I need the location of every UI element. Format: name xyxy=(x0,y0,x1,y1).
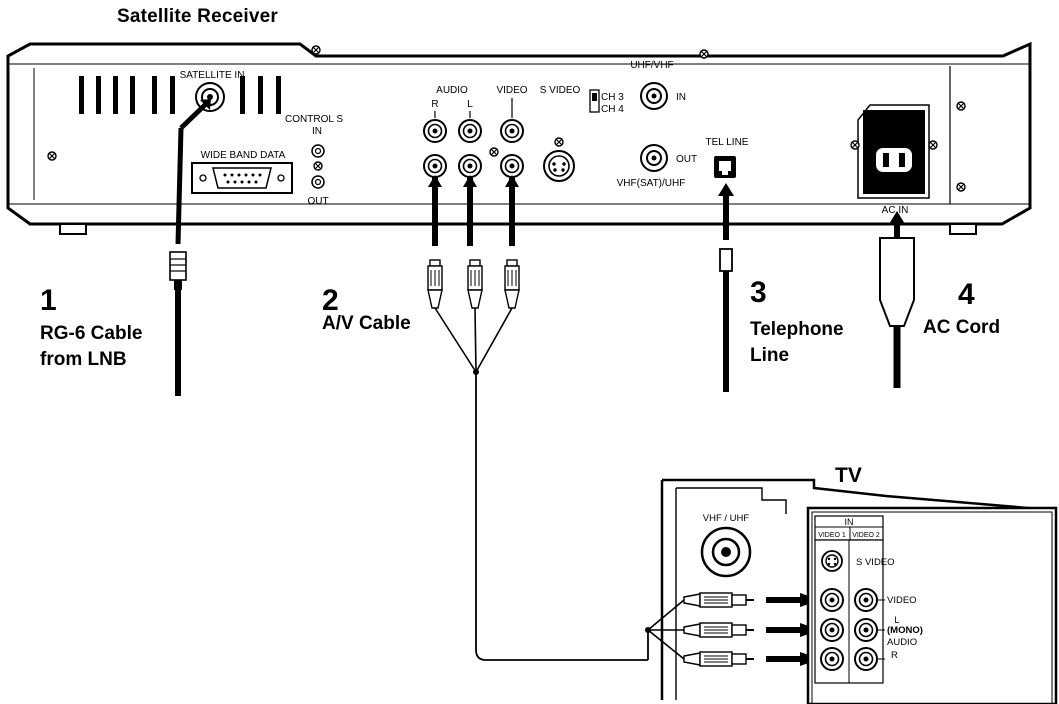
screw-icon xyxy=(47,151,57,161)
screw-icon xyxy=(956,182,966,192)
wide-band-data-label: WIDE BAND DATA xyxy=(201,150,286,161)
tv-video2-audio-l-jack[interactable] xyxy=(854,618,878,642)
screw-icon xyxy=(956,101,966,111)
channel-switch[interactable] xyxy=(589,89,600,113)
control-s-in-label: IN xyxy=(312,126,322,137)
rg6-cable xyxy=(169,99,211,396)
audio-label: AUDIO xyxy=(436,85,468,96)
diagram-title: Satellite Receiver xyxy=(117,6,278,27)
step-4-label-line1: AC Cord xyxy=(923,317,1001,338)
tv-s-video-label: S VIDEO xyxy=(856,557,895,568)
satellite-in-label: SATELLITE IN xyxy=(180,70,245,81)
tv-video-label: VIDEO xyxy=(887,595,917,606)
step-3-label-line2: Line xyxy=(750,345,790,366)
step-4-number: 4 xyxy=(958,278,975,311)
tv-s-video-jack[interactable] xyxy=(821,550,843,572)
screw-icon xyxy=(699,49,709,59)
ac-in-label: AC IN xyxy=(882,205,909,216)
audio-l-label: L xyxy=(467,99,473,110)
vhf-sat-uhf-label: VHF(SAT)/UHF xyxy=(617,178,686,189)
control-s-out-jack[interactable] xyxy=(311,175,325,189)
tv-title: TV xyxy=(835,464,862,487)
vhf-sat-uhf-out-label: OUT xyxy=(676,154,697,165)
audio-r-out-jack[interactable] xyxy=(423,154,447,178)
tv-l-label: L xyxy=(894,615,899,626)
uhf-vhf-in-connector[interactable] xyxy=(640,82,668,110)
satellite-receiver: SATELLITE IN WIDE BAND DATA CONTROL S IN xyxy=(6,41,1032,235)
ac-in-socket[interactable] xyxy=(857,104,930,199)
tv-video2-label: VIDEO 2 xyxy=(852,532,880,539)
tv-video1-video-jack[interactable] xyxy=(820,588,844,612)
step-1-label-line1: RG-6 Cable xyxy=(40,323,143,344)
tv-vhf-uhf-label: VHF / UHF xyxy=(703,513,750,524)
tv-mono-label: (MONO) xyxy=(887,625,923,636)
uhf-vhf-in-label: IN xyxy=(676,92,686,103)
ch3-label: CH 3 xyxy=(601,92,624,103)
audio-r-label: R xyxy=(431,99,438,110)
control-s-out-label: OUT xyxy=(307,196,328,207)
video-out-top-jack[interactable] xyxy=(500,119,524,143)
s-video-out-jack[interactable] xyxy=(543,150,575,182)
tv-antenna-connector[interactable] xyxy=(700,526,752,578)
wide-band-data-port[interactable] xyxy=(191,162,293,194)
audio-r-out-top-jack[interactable] xyxy=(423,119,447,143)
av-cable xyxy=(427,175,820,667)
step-1-label-line2: from LNB xyxy=(40,349,127,370)
telephone-line-cable xyxy=(718,183,734,392)
screw-icon xyxy=(313,161,323,171)
audio-l-out-jack[interactable] xyxy=(458,154,482,178)
tv-video2-video-jack[interactable] xyxy=(854,588,878,612)
screw-icon xyxy=(554,137,564,147)
s-video-label: S VIDEO xyxy=(540,85,581,96)
screw-icon xyxy=(311,45,321,55)
step-3-label-line1: Telephone xyxy=(750,319,844,340)
tv-video1-audio-l-jack[interactable] xyxy=(820,618,844,642)
tv-in-label: IN xyxy=(845,517,854,527)
screw-icon xyxy=(928,140,938,150)
tv-audio-label: AUDIO xyxy=(887,637,917,648)
tel-line-label: TEL LINE xyxy=(706,137,749,148)
video-label: VIDEO xyxy=(496,85,527,96)
screw-icon xyxy=(489,147,499,157)
screw-icon xyxy=(850,140,860,150)
step-2-label-line1: A/V Cable xyxy=(322,313,411,334)
vent-slots xyxy=(79,76,281,114)
tv-video1-audio-r-jack[interactable] xyxy=(820,647,844,671)
tv-r-label: R xyxy=(891,650,898,661)
ch4-label: CH 4 xyxy=(601,104,624,115)
tv-video1-label: VIDEO 1 xyxy=(818,532,846,539)
ac-cord xyxy=(879,211,915,388)
tel-line-jack[interactable] xyxy=(714,156,736,178)
tv-video2-audio-r-jack[interactable] xyxy=(854,647,878,671)
step-1-number: 1 xyxy=(40,284,57,317)
tv-back-panel: VHF / UHF IN VIDEO 1 VIDEO 2 S VIDEO xyxy=(660,478,1058,704)
control-s-in-jack[interactable] xyxy=(311,144,325,158)
video-out-jack[interactable] xyxy=(500,154,524,178)
vhf-sat-uhf-out-connector[interactable] xyxy=(640,144,668,172)
step-3-number: 3 xyxy=(750,276,767,309)
step-2-number: 2 xyxy=(322,284,339,317)
control-s-label: CONTROL S xyxy=(285,114,343,125)
uhf-vhf-label: UHF/VHF xyxy=(630,60,673,71)
audio-l-out-top-jack[interactable] xyxy=(458,119,482,143)
